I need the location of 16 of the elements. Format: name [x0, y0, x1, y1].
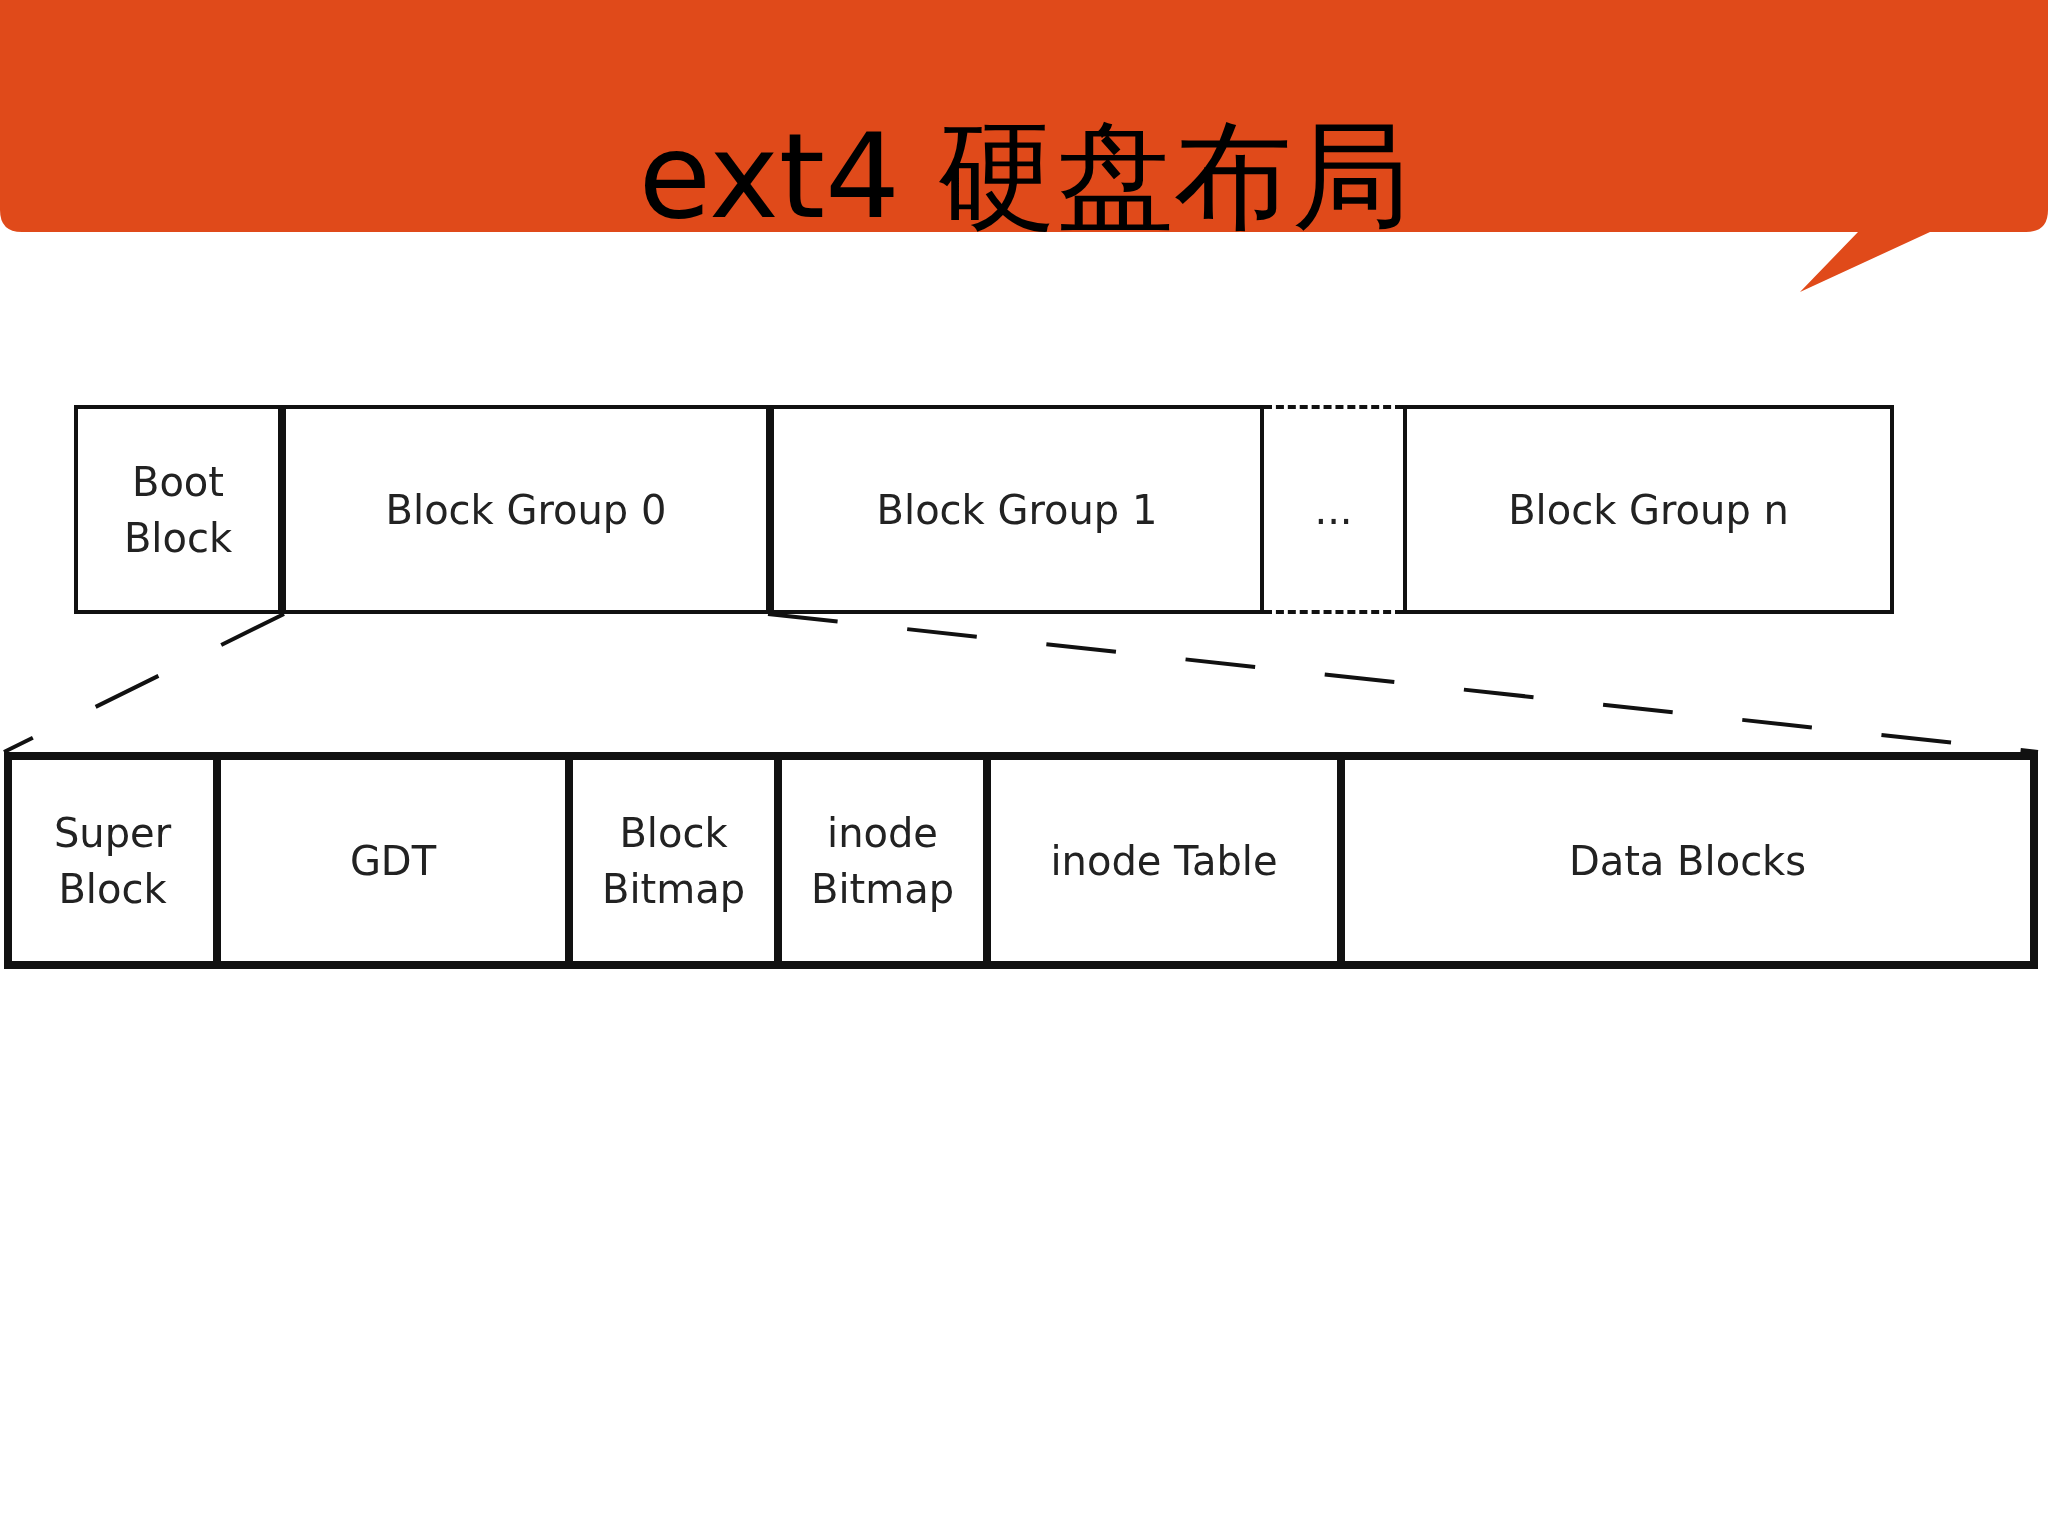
slide-title: ext4 硬盘布局	[637, 112, 1411, 242]
ellipsis-label: ...	[1313, 485, 1354, 535]
block-label: inode Bitmap	[809, 808, 956, 914]
block-label: Super Block	[52, 808, 173, 914]
block-label: Boot Block	[122, 457, 234, 563]
block-label: Block Bitmap	[600, 808, 747, 914]
block-group-detail-box	[4, 752, 2038, 969]
disk-block-box	[74, 405, 282, 614]
block-label: Block Group 0	[384, 485, 668, 535]
block-label: Data Blocks	[1567, 836, 1808, 886]
disk-block-box	[770, 405, 1264, 614]
block-label: Block Group n	[1507, 485, 1790, 535]
block-label: Block Group 1	[875, 485, 1159, 535]
block-label: inode Table	[1049, 836, 1279, 886]
disk-block-box	[1403, 405, 1894, 614]
block-label: GDT	[348, 836, 438, 886]
